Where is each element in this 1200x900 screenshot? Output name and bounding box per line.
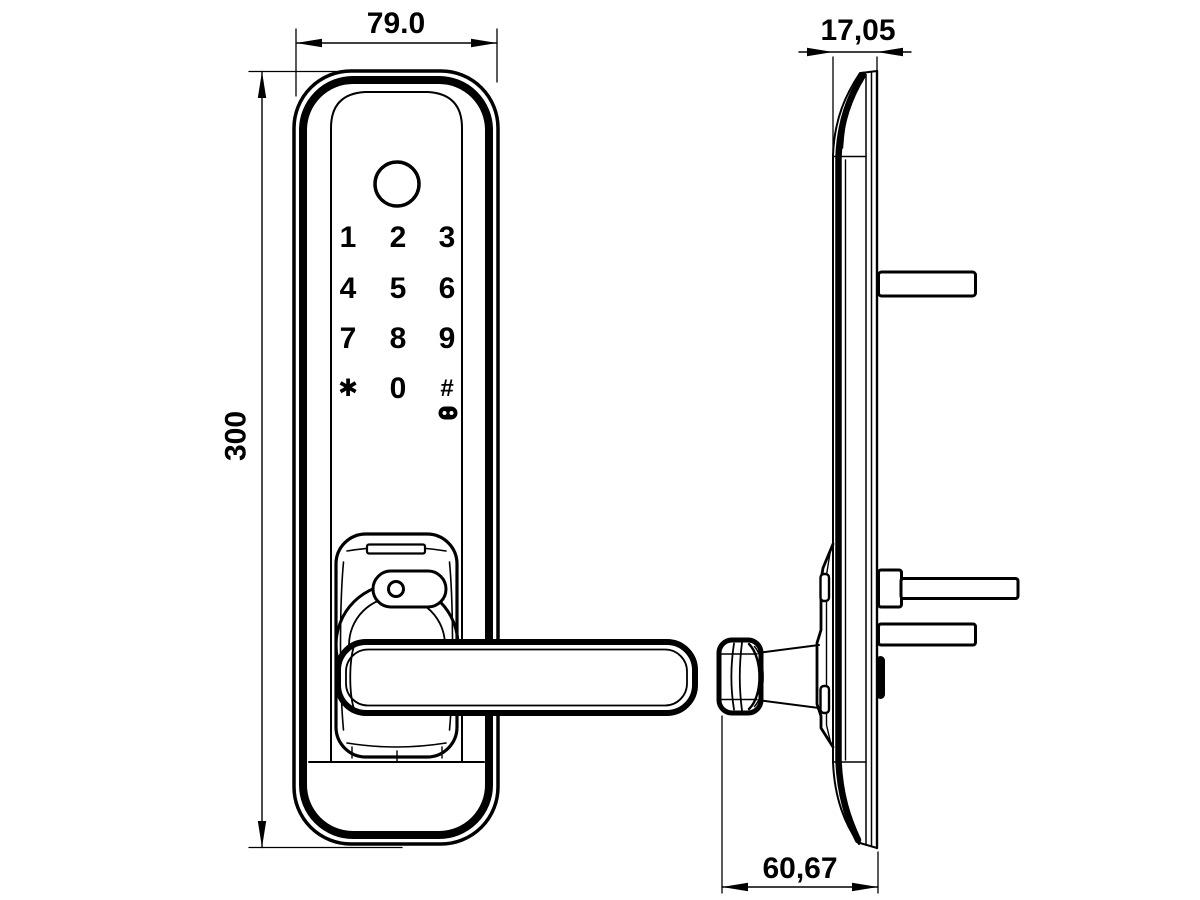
profile-top-echo (841, 81, 858, 149)
doorbell-icon (438, 406, 458, 420)
back-plate (859, 69, 879, 850)
arrowhead-top (257, 71, 267, 98)
profile-thick (835, 71, 867, 844)
arrowhead-left (722, 882, 748, 892)
handle-neck-bottom (756, 699, 820, 709)
body-outline-bevel (299, 76, 493, 839)
keypad-key: 8 (390, 322, 407, 355)
escutcheon-bottom-chord (346, 742, 447, 748)
keypad-key: 7 (340, 322, 357, 355)
keypad-key-star: ✱ (338, 375, 358, 402)
dimension-side-thickness: 17,05 (798, 14, 912, 151)
knob-bulge-inner (753, 645, 764, 708)
arrowhead-right (852, 882, 878, 892)
profile-outer (832, 72, 861, 845)
arrowhead-left (296, 38, 322, 48)
escutcheon-profile (815, 542, 835, 749)
spindle-bar (899, 577, 1020, 600)
keypad-key: 3 (439, 221, 456, 254)
lever-handle-inner (345, 648, 688, 707)
dimension-label-front-height: 300 (220, 411, 253, 461)
lever-left-arc (349, 645, 355, 710)
rear-detail-bar (876, 656, 885, 699)
dimension-front-width: 79.0 (295, 7, 498, 97)
handle-neck-top (756, 644, 820, 654)
escutcheon-inner-left (339, 561, 345, 731)
keypad-key: 0 (390, 372, 407, 405)
front-view: 1 2 3 4 5 6 7 8 9 ✱ 0 # (292, 69, 698, 846)
keypad-key: 2 (390, 221, 407, 254)
dimension-side-depth: 60,67 (721, 715, 879, 894)
arrowhead-right (877, 47, 903, 57)
lever-handle (335, 639, 698, 716)
knob-bulge-outer (747, 642, 761, 711)
escutcheon-profile-inner (825, 549, 832, 745)
top-slot (365, 543, 427, 555)
dimension-label-side-thickness: 17,05 (820, 14, 895, 47)
profile-slot-upper (819, 572, 831, 603)
keypad-key: 1 (340, 221, 357, 254)
keypad-key: 5 (390, 272, 407, 305)
fingerprint-sensor-icon (373, 160, 421, 208)
knob-line-2 (738, 641, 743, 712)
handle-profile (716, 637, 820, 716)
back-plate-bottom-cap (859, 842, 878, 849)
escutcheon-bottom-ticks (351, 746, 443, 763)
key-cover (371, 569, 448, 609)
keypad: 1 2 3 4 5 6 7 8 9 ✱ 0 # (338, 221, 458, 420)
side-view (716, 69, 1020, 850)
keypad-key: 9 (439, 322, 456, 355)
knob-line-1 (730, 642, 735, 711)
fixing-bolt (877, 622, 977, 647)
dimension-label-side-depth: 60,67 (762, 852, 837, 885)
arrowhead-right (471, 38, 497, 48)
body-profile (832, 71, 867, 845)
dimension-label-front-width: 79.0 (367, 7, 425, 40)
profile-slot-lower (819, 684, 831, 715)
escutcheon-profile-outline (815, 542, 835, 749)
keypad-key: 6 (439, 272, 456, 305)
spindle-block (877, 568, 903, 609)
latch-bolt (877, 270, 977, 298)
front-panel-face (330, 91, 463, 763)
spindle (877, 568, 1020, 609)
arrowhead-bottom (257, 821, 267, 848)
key-cover-pin (387, 580, 405, 598)
keypad-key-hash: # (440, 375, 453, 402)
handle-assembly-front (334, 532, 698, 763)
dimension-front-height: 300 (220, 70, 403, 849)
arrowhead-left (807, 47, 833, 57)
keypad-key: 4 (340, 272, 357, 305)
